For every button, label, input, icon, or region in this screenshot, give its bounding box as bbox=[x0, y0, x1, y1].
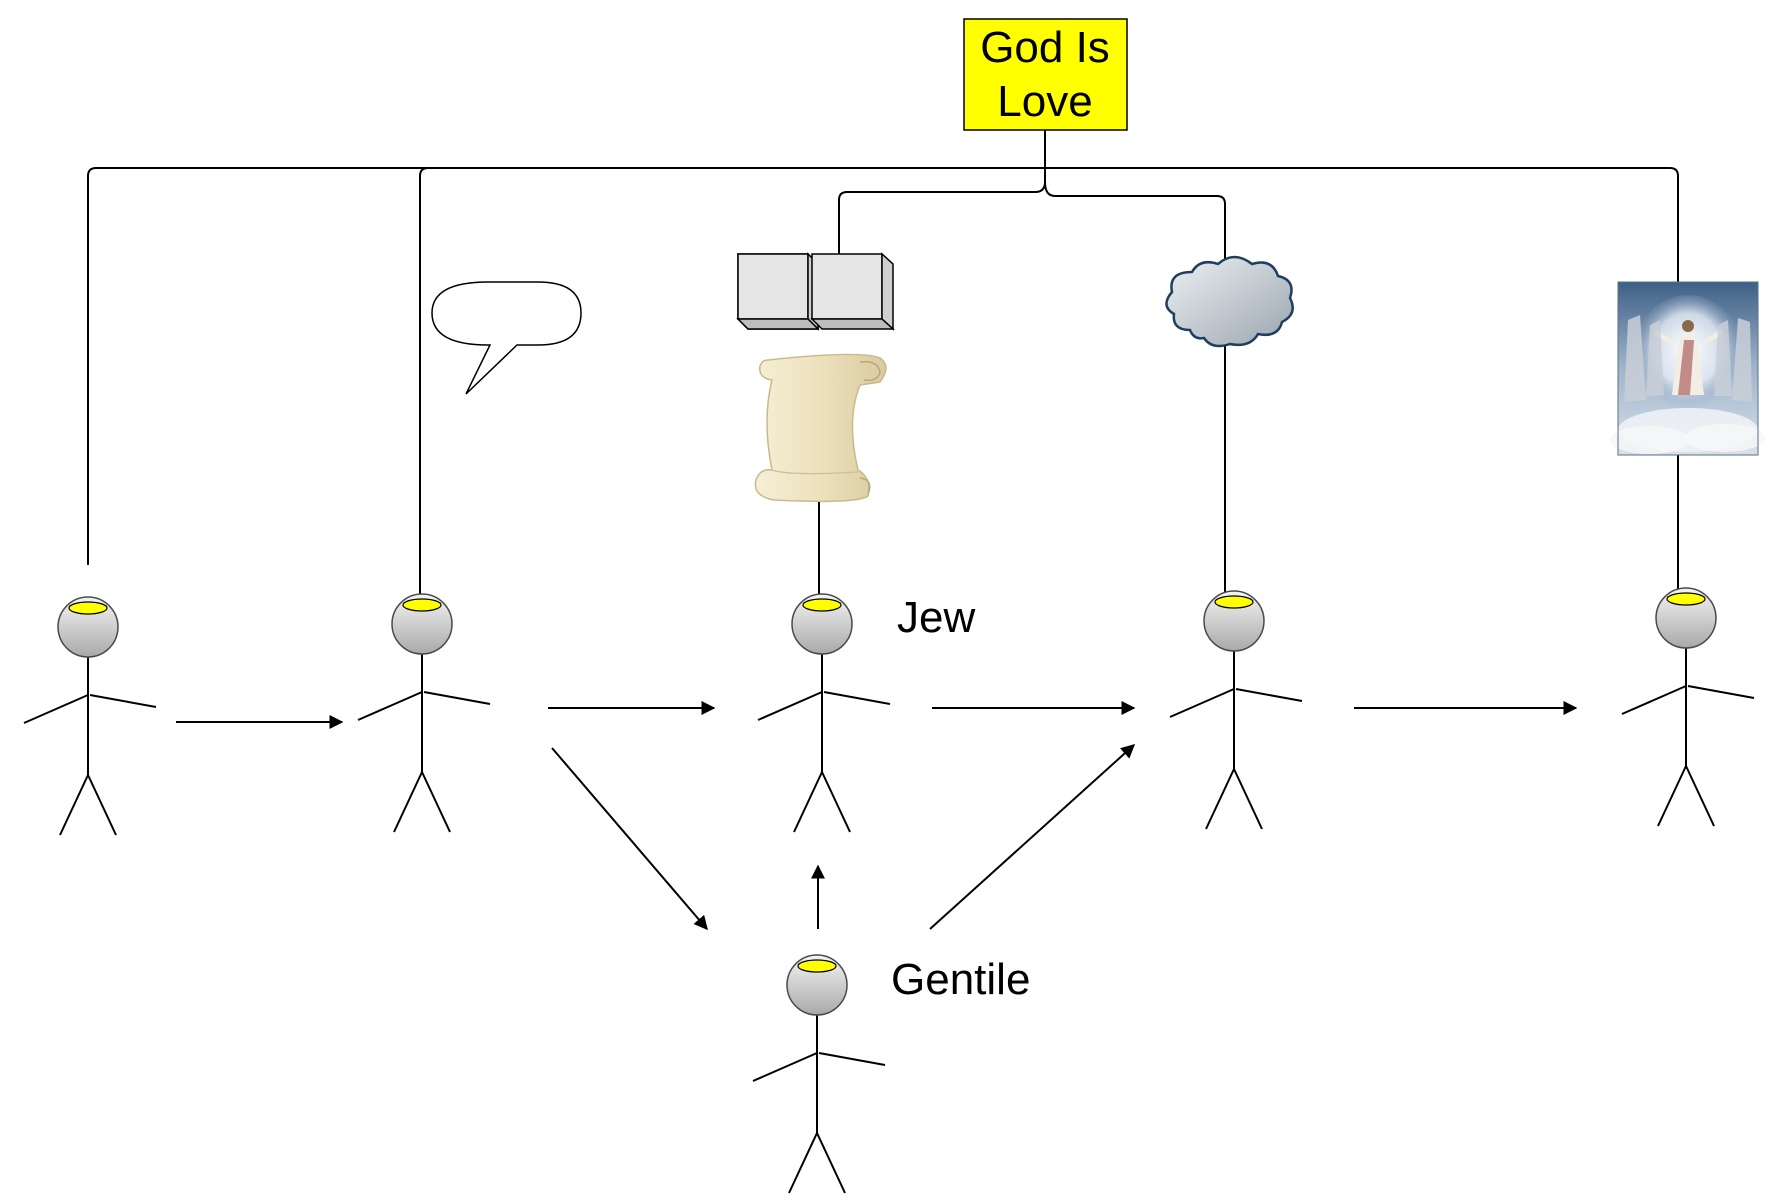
figure-leg-right bbox=[821, 771, 851, 833]
figure-leg-right bbox=[421, 771, 451, 833]
scroll-icon bbox=[754, 353, 887, 503]
stick-figure-gentile bbox=[752, 954, 886, 1194]
stick-figure-5 bbox=[1621, 587, 1755, 827]
stick-figure-1 bbox=[23, 596, 157, 836]
figure-leg-left bbox=[1205, 768, 1235, 830]
title-box: God Is Love bbox=[963, 18, 1128, 131]
tablet-right bbox=[810, 252, 895, 331]
figure-arm-left bbox=[1621, 685, 1687, 715]
figure-arm-left bbox=[357, 691, 423, 721]
figure-leg-right bbox=[1685, 765, 1715, 827]
title-line-2: Love bbox=[997, 77, 1092, 126]
figure-leg-left bbox=[793, 771, 823, 833]
figure-arm-left bbox=[1169, 688, 1235, 718]
figure-leg-right bbox=[87, 774, 117, 836]
arrows bbox=[176, 701, 1578, 931]
stone-tablets-icon bbox=[736, 252, 895, 331]
connector-figure-1 bbox=[87, 167, 1045, 565]
halo-icon bbox=[402, 598, 442, 612]
figure-leg-left bbox=[1657, 765, 1687, 827]
halo-icon bbox=[1666, 592, 1706, 606]
figure-leg-left bbox=[393, 771, 423, 833]
connector-lines bbox=[87, 130, 1679, 596]
figure-leg-left bbox=[59, 774, 89, 836]
connector-tablets bbox=[838, 181, 1046, 254]
stick-figures bbox=[23, 587, 1755, 1194]
arrow-2-to-gentile bbox=[551, 747, 708, 931]
halo-icon bbox=[68, 601, 108, 615]
jew-label: Jew bbox=[897, 593, 975, 642]
halo-icon bbox=[797, 959, 837, 973]
cloud-icon bbox=[1165, 255, 1294, 348]
arrow-gentile-to-4 bbox=[929, 744, 1136, 930]
stick-figure-jew bbox=[757, 593, 891, 833]
figure-arm-right bbox=[1235, 688, 1303, 702]
figure-arm-right bbox=[823, 691, 891, 705]
title-line-1: God Is bbox=[980, 23, 1110, 72]
halo-icon bbox=[1214, 595, 1254, 609]
figure-arm-left bbox=[757, 691, 823, 721]
connector-cloud bbox=[1044, 181, 1226, 266]
painting-image bbox=[1610, 281, 1765, 456]
stick-figure-2 bbox=[357, 593, 491, 833]
figure-leg-left bbox=[788, 1132, 818, 1194]
tablet-left bbox=[736, 252, 820, 331]
speech-bubble-icon bbox=[431, 281, 582, 395]
figure-arm-right bbox=[423, 691, 491, 705]
figure-leg-right bbox=[1233, 768, 1263, 830]
gentile-label: Gentile bbox=[891, 955, 1030, 1004]
halo-icon bbox=[802, 598, 842, 612]
figure-arm-left bbox=[752, 1052, 818, 1082]
figure-arm-right bbox=[89, 694, 157, 708]
figure-arm-right bbox=[818, 1052, 886, 1066]
figure-leg-right bbox=[816, 1132, 846, 1194]
figure-arm-right bbox=[1687, 685, 1755, 699]
painting-side-figures bbox=[1624, 315, 1752, 402]
figure-arm-left bbox=[23, 694, 89, 724]
connector-figure-2 bbox=[419, 167, 1045, 594]
connector-painting bbox=[1045, 167, 1679, 282]
stick-figure-4 bbox=[1169, 590, 1303, 830]
